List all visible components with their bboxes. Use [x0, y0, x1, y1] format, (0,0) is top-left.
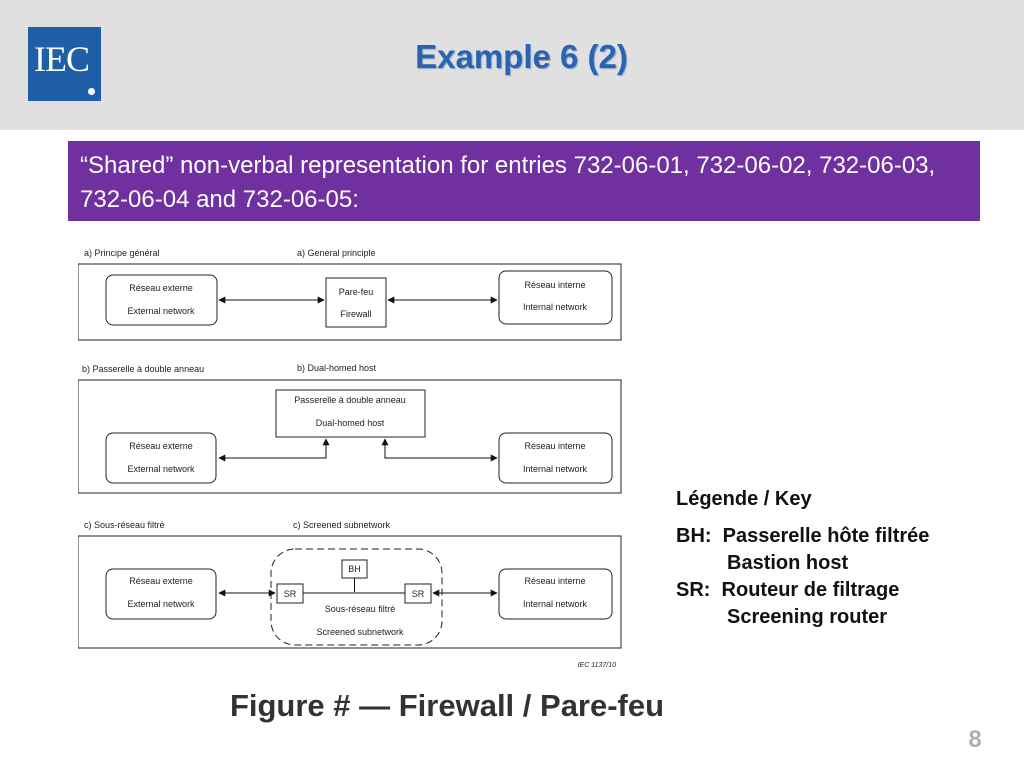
panel-a-firewall-box — [325, 277, 387, 328]
slide-title: Example 6 (2) — [415, 38, 628, 75]
firewall-figure: a) Principe général a) General principle… — [78, 240, 624, 675]
panel-c-external-fr: Réseau externe — [129, 576, 193, 586]
panel-b-label-en: b) Dual-homed host — [297, 363, 377, 373]
panel-b-arrow-left — [218, 438, 330, 462]
panel-b-external-fr: Réseau externe — [129, 441, 193, 451]
panel-b-dual-homed-fr: Passerelle à double anneau — [294, 395, 406, 405]
panel-a-frame — [78, 263, 622, 341]
panel-a-label-fr: a) Principe général — [84, 248, 160, 258]
panel-c-frame — [78, 535, 622, 649]
panel-b-internal-fr: Réseau interne — [524, 441, 585, 451]
panel-b-external-box — [105, 432, 217, 484]
logo-text: IEC — [34, 39, 90, 79]
panel-b-dual-homed-en: Dual-homed host — [316, 418, 385, 428]
panel-c-subnet-boundary — [270, 548, 443, 646]
panel-c-external-box — [105, 568, 217, 620]
panel-c-subnet-en: Screened subnetwork — [316, 627, 404, 637]
logo-dot — [88, 88, 95, 95]
iec-logo: IEC — [28, 27, 101, 101]
description-banner: “Shared” non-verbal representation for e… — [68, 141, 980, 221]
panel-b-external-en: External network — [127, 464, 195, 474]
panel-c-internal-fr: Réseau interne — [524, 576, 585, 586]
panel-c-internal-en: Internal network — [523, 599, 588, 609]
header-bar: IEC Example 6 (2) — [0, 0, 1024, 130]
panel-a-firewall-fr: Pare-feu — [339, 287, 374, 297]
page-number: 8 — [968, 726, 982, 753]
panel-b-frame — [78, 379, 622, 494]
key-bh-fr: BH: Passerelle hôte filtrée — [676, 525, 930, 547]
panel-a-external-box — [105, 274, 218, 326]
figure-caption: Figure # — Firewall / Pare-feu — [229, 688, 665, 723]
panel-b-label-fr: b) Passerelle à double anneau — [82, 364, 204, 374]
panel-c-sr-left-label: SR — [284, 589, 297, 599]
panel-c-label-fr: c) Sous-réseau filtré — [84, 520, 165, 530]
panel-a-label-en: a) General principle — [297, 248, 376, 258]
panel-a-firewall-en: Firewall — [340, 309, 371, 319]
panel-c-external-en: External network — [127, 599, 195, 609]
panel-a-internal-box — [498, 270, 613, 325]
panel-b-arrow-right — [381, 438, 498, 462]
key-sr-en: Screening router — [727, 606, 888, 628]
panel-a-external-en: External network — [127, 306, 195, 316]
figure-reference: IEC 1137/10 — [578, 662, 617, 669]
panel-c-subnet-fr: Sous-réseau filtré — [325, 604, 396, 614]
panel-c-internal-box — [498, 568, 613, 620]
key-sr-fr: SR: Routeur de filtrage — [676, 579, 900, 601]
panel-a-internal-en: Internal network — [523, 302, 588, 312]
firewall-diagram: a) Principe général a) General principle… — [78, 248, 622, 669]
panel-b-internal-en: Internal network — [523, 464, 588, 474]
key-bh-en: Bastion host — [727, 552, 849, 574]
panel-b-dual-homed-box — [275, 389, 426, 438]
key-title: Légende / Key — [676, 488, 812, 510]
panel-c-bh-label: BH — [348, 564, 361, 574]
panel-a-external-fr: Réseau externe — [129, 283, 193, 293]
panel-b-internal-box — [498, 432, 613, 484]
panel-c-sr-right-label: SR — [412, 589, 425, 599]
panel-c-label-en: c) Screened subnetwork — [293, 520, 391, 530]
panel-a-internal-fr: Réseau interne — [524, 280, 585, 290]
